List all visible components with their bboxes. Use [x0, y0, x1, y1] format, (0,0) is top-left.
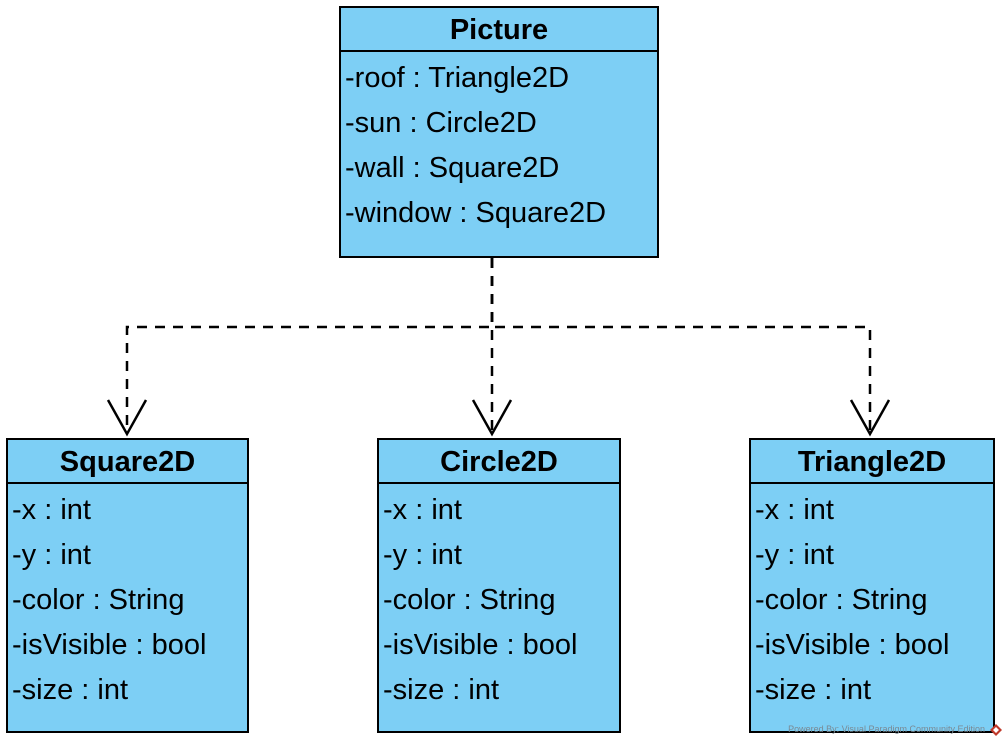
- class-square2d[interactable]: Square2D -x : int -y : int -color : Stri…: [6, 438, 249, 733]
- attribute: -roof : Triangle2D: [345, 62, 570, 94]
- attribute-list: -x : int -y : int -color : String -isVis…: [8, 484, 247, 713]
- dependency-line-square2d: [125, 258, 494, 432]
- attribute: -x : int: [755, 494, 834, 526]
- attribute: -wall : Square2D: [345, 152, 560, 184]
- dependency-line-triangle2d: [490, 258, 872, 432]
- class-circle2d[interactable]: Circle2D -x : int -y : int -color : Stri…: [377, 438, 621, 733]
- arrowhead-circle2d: [471, 399, 513, 437]
- class-picture[interactable]: Picture -roof : Triangle2D -sun : Circle…: [339, 6, 659, 258]
- attribute: -y : int: [383, 539, 462, 571]
- attribute: -size : int: [383, 674, 500, 706]
- attribute: -x : int: [383, 494, 462, 526]
- attribute: -sun : Circle2D: [345, 107, 537, 139]
- attribute: -size : int: [755, 674, 872, 706]
- class-name: Square2D: [8, 440, 247, 484]
- attribute: -y : int: [755, 539, 834, 571]
- attribute: -isVisible : bool: [755, 629, 950, 661]
- attribute: -isVisible : bool: [12, 629, 207, 661]
- class-name: Picture: [341, 8, 657, 52]
- attribute: -color : String: [755, 584, 928, 616]
- attribute: -y : int: [12, 539, 91, 571]
- attribute-list: -x : int -y : int -color : String -isVis…: [751, 484, 993, 713]
- watermark-text: Powered By: Visual Paradigm Community Ed…: [788, 724, 985, 734]
- attribute: -color : String: [12, 584, 185, 616]
- attribute: -x : int: [12, 494, 91, 526]
- class-triangle2d[interactable]: Triangle2D -x : int -y : int -color : St…: [749, 438, 995, 733]
- arrowhead-square2d: [106, 399, 148, 437]
- attribute: -size : int: [12, 674, 129, 706]
- arrowhead-triangle2d: [849, 399, 891, 437]
- class-name: Triangle2D: [751, 440, 993, 484]
- attribute: -window : Square2D: [345, 197, 607, 229]
- class-name: Circle2D: [379, 440, 619, 484]
- attribute: -isVisible : bool: [383, 629, 578, 661]
- attribute: -color : String: [383, 584, 556, 616]
- visual-paradigm-logo-icon: [990, 724, 1002, 736]
- attribute-list: -x : int -y : int -color : String -isVis…: [379, 484, 619, 713]
- attribute-list: -roof : Triangle2D -sun : Circle2D -wall…: [341, 52, 657, 236]
